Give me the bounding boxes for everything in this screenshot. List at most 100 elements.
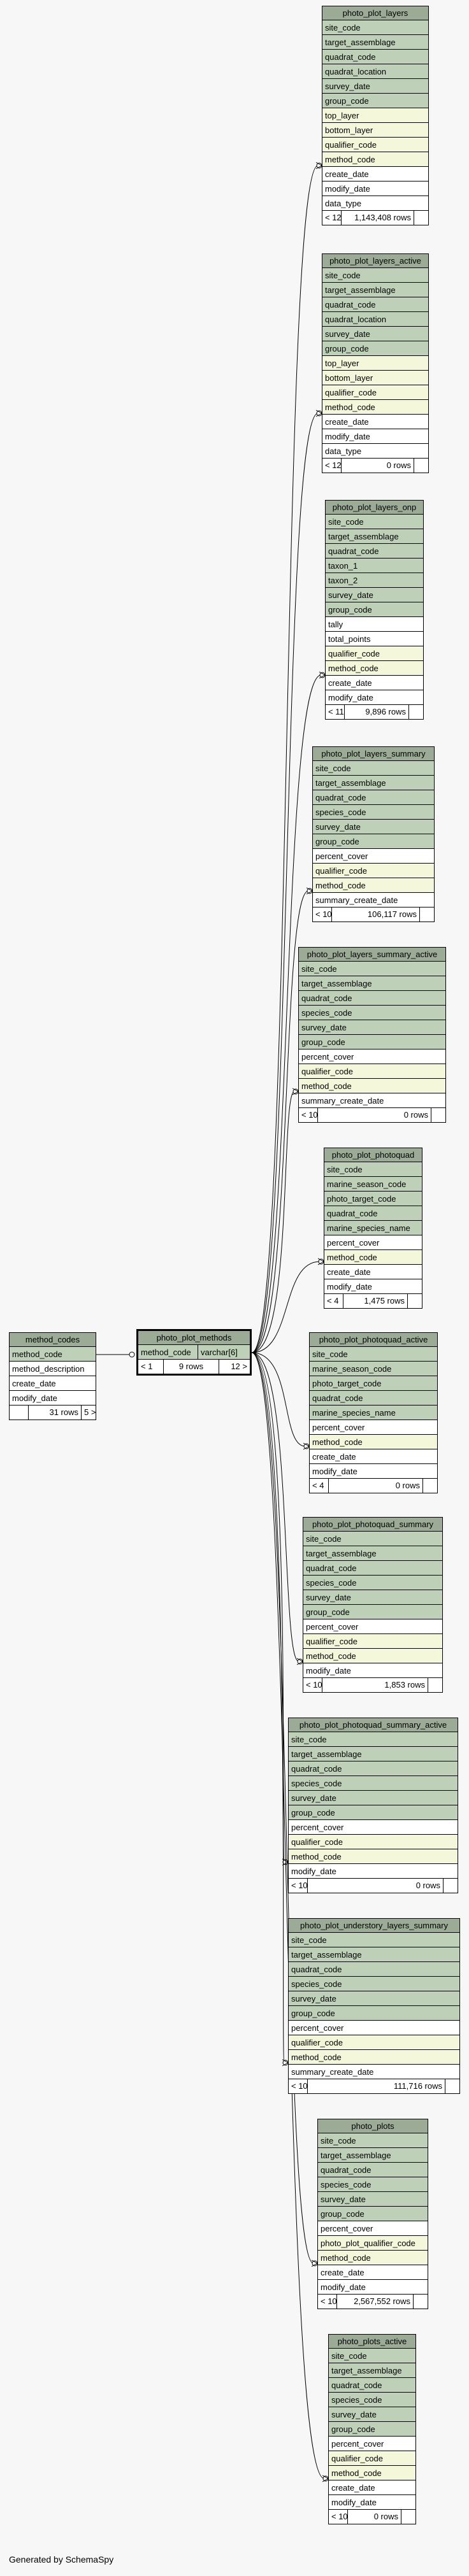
column-row[interactable]: modify_date bbox=[318, 2280, 428, 2295]
column-row[interactable]: percent_cover bbox=[303, 1619, 442, 1634]
column-row[interactable]: site_code bbox=[299, 962, 445, 976]
column-row[interactable]: species_code bbox=[299, 1006, 445, 1020]
column-row[interactable]: survey_date bbox=[289, 1791, 458, 1805]
column-row[interactable]: bottom_layer bbox=[322, 371, 428, 385]
column-row[interactable]: percent_cover bbox=[318, 2221, 428, 2236]
column-row[interactable]: quadrat_code bbox=[289, 1962, 459, 1977]
column-row[interactable]: percent_cover bbox=[310, 1420, 437, 1435]
column-row[interactable]: taxon_2 bbox=[326, 573, 423, 588]
column-row[interactable]: method_code bbox=[318, 2251, 428, 2265]
column-row[interactable]: qualifier_code bbox=[303, 1634, 442, 1649]
column-row[interactable]: site_code bbox=[329, 2349, 415, 2363]
table-title[interactable]: photo_plot_layers bbox=[322, 6, 428, 20]
column-row[interactable]: qualifier_code bbox=[289, 1835, 458, 1849]
column-row[interactable]: target_assemblage bbox=[299, 976, 445, 991]
column-row[interactable]: target_assemblage bbox=[322, 35, 428, 50]
column-row[interactable]: create_date bbox=[322, 167, 428, 181]
column-row[interactable]: species_code bbox=[329, 2393, 415, 2407]
column-row[interactable]: qualifier_code bbox=[299, 1064, 445, 1079]
column-row[interactable]: method_code bbox=[303, 1649, 442, 1663]
column-row[interactable]: create_date bbox=[326, 676, 423, 690]
table-title[interactable]: photo_plot_photoquad bbox=[324, 1148, 422, 1162]
column-row[interactable]: site_code bbox=[310, 1347, 437, 1362]
column-row[interactable]: create_date bbox=[322, 415, 428, 429]
column-row[interactable]: tally bbox=[326, 617, 423, 632]
column-row[interactable]: method_code bbox=[299, 1079, 445, 1093]
column-row[interactable]: group_code bbox=[318, 2207, 428, 2221]
column-row[interactable]: group_code bbox=[322, 341, 428, 356]
column-row[interactable]: modify_date bbox=[322, 429, 428, 444]
column-row[interactable]: photo_plot_qualifier_code bbox=[318, 2236, 428, 2251]
table-title[interactable]: photo_plot_layers_active bbox=[322, 254, 428, 268]
column-row[interactable]: target_assemblage bbox=[289, 1947, 459, 1962]
column-row[interactable]: percent_cover bbox=[313, 849, 434, 864]
column-row[interactable]: percent_cover bbox=[299, 1050, 445, 1064]
column-row[interactable]: site_code bbox=[303, 1532, 442, 1546]
column-row[interactable]: modify_date bbox=[289, 1864, 458, 1879]
table-title[interactable]: photo_plot_methods bbox=[138, 1331, 250, 1345]
column-row[interactable]: percent_cover bbox=[289, 1820, 458, 1835]
table-title[interactable]: photo_plot_layers_summary bbox=[313, 747, 434, 761]
column-row[interactable]: summary_create_date bbox=[313, 893, 434, 907]
table-title[interactable]: photo_plot_photoquad_active bbox=[310, 1333, 437, 1347]
column-row[interactable]: quadrat_code bbox=[326, 544, 423, 559]
column-row[interactable]: quadrat_code bbox=[324, 1206, 422, 1221]
column-row[interactable]: quadrat_location bbox=[322, 64, 428, 79]
column-row[interactable]: data_type bbox=[322, 196, 428, 211]
column-row[interactable]: site_code bbox=[324, 1162, 422, 1177]
table-title[interactable]: photo_plot_photoquad_summary bbox=[303, 1518, 442, 1532]
column-row[interactable]: survey_date bbox=[289, 1991, 459, 2006]
table-title[interactable]: photo_plot_layers_summary_active bbox=[299, 948, 445, 962]
column-row[interactable]: percent_cover bbox=[329, 2437, 415, 2451]
column-row[interactable]: qualifier_code bbox=[322, 138, 428, 152]
column-row[interactable]: bottom_layer bbox=[322, 123, 428, 138]
column-row[interactable]: qualifier_code bbox=[289, 2035, 459, 2050]
column-row[interactable]: quadrat_location bbox=[322, 312, 428, 327]
column-row[interactable]: quadrat_code bbox=[322, 297, 428, 312]
column-row[interactable]: total_points bbox=[326, 632, 423, 646]
column-row[interactable]: survey_date bbox=[322, 327, 428, 341]
column-row[interactable]: target_assemblage bbox=[329, 2363, 415, 2378]
column-row[interactable]: summary_create_date bbox=[289, 2065, 459, 2079]
column-row[interactable]: survey_date bbox=[313, 820, 434, 834]
column-row[interactable]: quadrat_code bbox=[313, 790, 434, 805]
table-title[interactable]: photo_plot_photoquad_summary_active bbox=[289, 1718, 458, 1732]
column-row[interactable]: modify_date bbox=[310, 1464, 437, 1479]
column-row[interactable]: group_code bbox=[303, 1605, 442, 1619]
column-row[interactable]: survey_date bbox=[299, 1020, 445, 1035]
column-row[interactable]: marine_species_name bbox=[310, 1405, 437, 1420]
column-row[interactable]: create_date bbox=[329, 2480, 415, 2495]
column-row[interactable]: site_code bbox=[313, 761, 434, 776]
column-row[interactable]: group_code bbox=[326, 602, 423, 617]
column-row[interactable]: modify_date bbox=[324, 1279, 422, 1294]
column-row[interactable]: method_code bbox=[322, 400, 428, 415]
column-row[interactable]: quadrat_code bbox=[303, 1561, 442, 1576]
column-row[interactable]: target_assemblage bbox=[313, 776, 434, 790]
column-row[interactable]: modify_date bbox=[10, 1391, 96, 1405]
column-row[interactable]: site_code bbox=[322, 268, 428, 283]
column-row[interactable]: site_code bbox=[326, 515, 423, 529]
column-row[interactable]: modify_date bbox=[326, 690, 423, 705]
column-row[interactable]: method_code bbox=[289, 2050, 459, 2065]
column-row[interactable]: create_date bbox=[318, 2265, 428, 2280]
table-title[interactable]: method_codes bbox=[10, 1333, 96, 1347]
column-row[interactable]: site_code bbox=[322, 20, 428, 35]
column-row[interactable]: photo_target_code bbox=[324, 1192, 422, 1206]
column-row[interactable]: data_type bbox=[322, 444, 428, 459]
column-row[interactable]: group_code bbox=[322, 94, 428, 108]
column-row[interactable]: method_code bbox=[322, 152, 428, 167]
column-row[interactable]: method_code bbox=[313, 878, 434, 893]
column-row[interactable]: method_code bbox=[310, 1435, 437, 1449]
column-row[interactable]: modify_date bbox=[322, 181, 428, 196]
